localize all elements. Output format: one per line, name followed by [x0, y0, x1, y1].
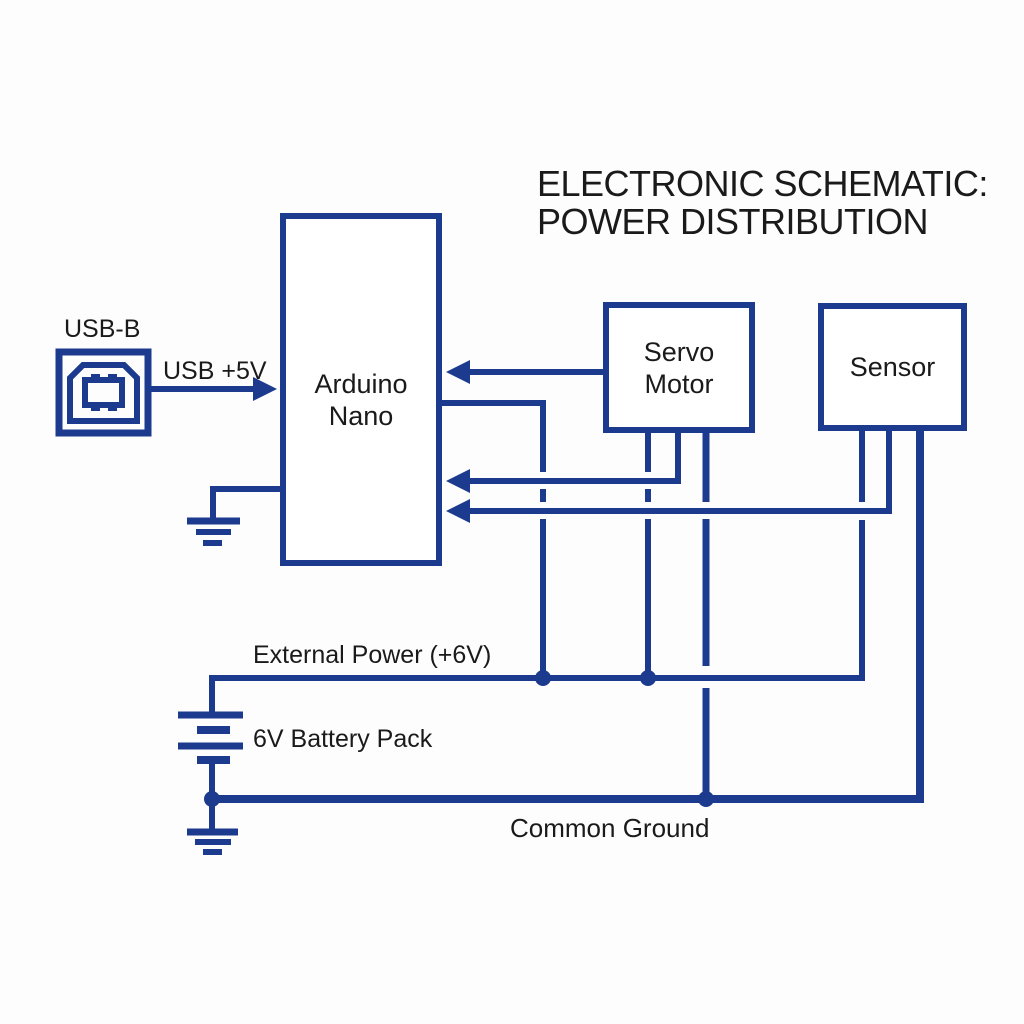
- common-ground-label: Common Ground: [510, 813, 710, 843]
- arrowhead-left-icon: [446, 469, 470, 493]
- sensor-box: Sensor: [818, 303, 967, 431]
- junction-dot: [698, 791, 714, 807]
- junction-dot: [535, 670, 551, 686]
- usb-power-wire: [151, 377, 277, 401]
- title-line-1: ELECTRONIC SCHEMATIC:: [537, 163, 988, 204]
- arrowhead-left-icon: [446, 499, 470, 523]
- arrowhead-right-icon: [253, 377, 277, 401]
- servo-signal-wire: [446, 431, 681, 493]
- common-ground-wire: [212, 429, 924, 803]
- arrowhead-left-icon: [446, 360, 470, 384]
- title-line-2: POWER DISTRIBUTION: [537, 201, 929, 242]
- sensor-signal-wire: [446, 429, 892, 523]
- servo-feedback-wire: [446, 360, 604, 384]
- arduino-vin-wire: [441, 400, 546, 676]
- arduino-nano-box: Arduino Nano: [280, 213, 442, 566]
- usb-b-label: USB-B: [64, 315, 141, 343]
- battery-pack-label: 6V Battery Pack: [253, 725, 433, 753]
- arduino-nano-label: Arduino Nano: [314, 368, 408, 431]
- servo-motor-box: Servo Motor: [603, 302, 755, 433]
- schematic-title: ELECTRONIC SCHEMATIC: POWER DISTRIBUTION: [537, 165, 988, 241]
- junction-dot: [640, 670, 656, 686]
- usb-power-label: USB +5V: [163, 357, 267, 385]
- junction-dot: [204, 791, 220, 807]
- usb-b-connector-icon: [55, 348, 152, 437]
- external-power-label: External Power (+6V): [253, 641, 492, 669]
- battery-symbol-icon: [178, 711, 243, 799]
- servo-motor-label: Servo Motor: [643, 336, 715, 399]
- sensor-label: Sensor: [849, 352, 936, 382]
- arduino-ground-wire: [210, 486, 281, 518]
- ground-symbol-arduino-icon: [187, 517, 240, 546]
